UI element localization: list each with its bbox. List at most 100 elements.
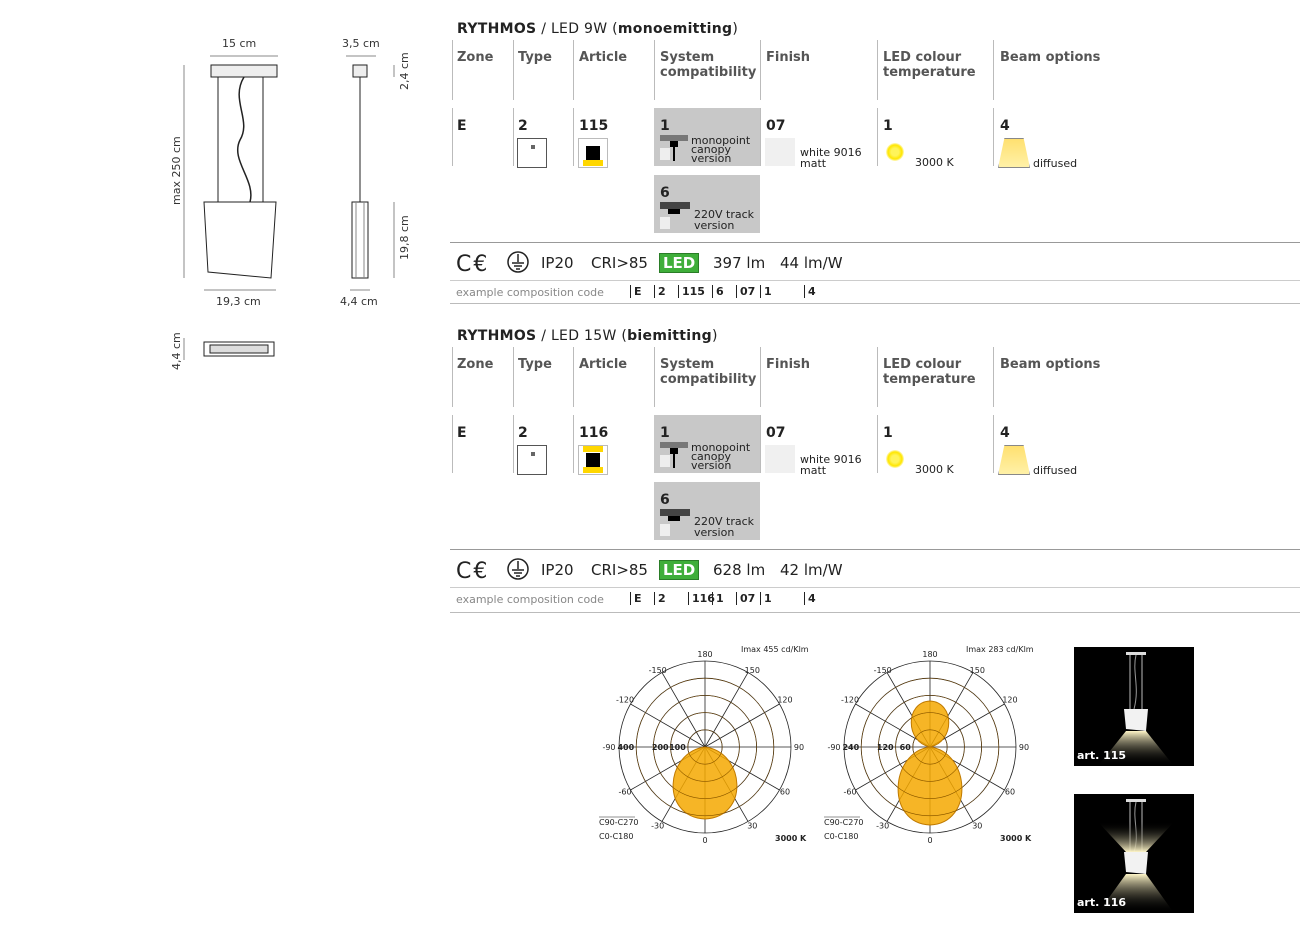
product-photo-116: art. 116 bbox=[1074, 794, 1194, 913]
header-beam: Beam options bbox=[1000, 50, 1101, 65]
angle-label: 150 bbox=[970, 666, 985, 675]
angle-label: -90 bbox=[827, 743, 840, 752]
composition-label: example composition code bbox=[456, 286, 604, 299]
legend-c90: C90-C270 bbox=[824, 818, 864, 827]
legend-c90: C90-C270 bbox=[599, 818, 639, 827]
efficacy-value: 42 lm/W bbox=[780, 561, 843, 579]
system-option-6: 6 220V track version bbox=[654, 175, 760, 233]
finish-swatch bbox=[765, 138, 795, 166]
angle-label: -120 bbox=[616, 695, 634, 704]
angle-label: 180 bbox=[697, 650, 712, 659]
cri-value: CRI>85 bbox=[591, 254, 648, 272]
header-finish: Finish bbox=[766, 357, 811, 372]
angle-label: -120 bbox=[841, 695, 859, 704]
finish-code: 07 bbox=[766, 425, 786, 441]
finish-label-2: matt bbox=[800, 464, 827, 477]
angle-label: 90 bbox=[1019, 743, 1029, 752]
lumen-value: 628 lm bbox=[713, 561, 766, 579]
photo-label: art. 116 bbox=[1077, 896, 1127, 909]
lamp-drawing bbox=[183, 55, 395, 360]
ip-rating: IP20 bbox=[541, 561, 574, 579]
ce-mark-icon: C€ bbox=[456, 252, 490, 277]
led-temp: 3000 K bbox=[915, 156, 954, 169]
product-title: RYTHMOS / LED 15W (biemitting) bbox=[457, 328, 718, 344]
polar-ring-overlay bbox=[687, 729, 723, 765]
beam-label: diffused bbox=[1033, 464, 1078, 477]
ground-symbol-icon bbox=[507, 251, 529, 273]
angle-label: 90 bbox=[794, 743, 804, 752]
finish-code: 07 bbox=[766, 118, 786, 134]
composition-label: example composition code bbox=[456, 593, 604, 606]
radial-label: 400 bbox=[617, 743, 634, 752]
polar-ring-overlay bbox=[878, 695, 982, 799]
angle-label: 0 bbox=[927, 836, 932, 845]
finish-label-1: white 9016 bbox=[800, 453, 862, 466]
led-badge: LED bbox=[659, 253, 700, 273]
angle-label: 60 bbox=[1005, 787, 1015, 796]
article-icon bbox=[578, 138, 608, 168]
angle-label: 120 bbox=[777, 695, 792, 704]
polar-spoke bbox=[661, 672, 706, 748]
polar-ring-overlay bbox=[895, 712, 965, 782]
beam-diffused-icon bbox=[998, 138, 1030, 168]
angle-label: -150 bbox=[649, 666, 667, 675]
header-type: Type bbox=[518, 50, 552, 65]
finish-label-2: matt bbox=[800, 157, 827, 170]
angle-label: 150 bbox=[745, 666, 760, 675]
header-zone: Zone bbox=[457, 50, 494, 65]
legend-c0: C0-C180 bbox=[599, 832, 633, 841]
lamp-lit-down-icon bbox=[1098, 652, 1174, 766]
lamp-lit-updown-icon bbox=[1098, 799, 1174, 913]
led-badge: LED bbox=[659, 560, 700, 580]
dim-side-width-bottom: 4,4 cm bbox=[340, 295, 378, 308]
efficacy-value: 44 lm/W bbox=[780, 254, 843, 272]
angle-label: -60 bbox=[843, 787, 856, 796]
polar-ring-overlay bbox=[912, 729, 948, 765]
article-value: 115 bbox=[579, 118, 609, 134]
header-article: Article bbox=[579, 50, 628, 65]
cri-value: CRI>85 bbox=[591, 561, 648, 579]
dim-front-width-top: 15 cm bbox=[222, 37, 257, 50]
led-code: 1 bbox=[883, 118, 893, 134]
polar-spoke bbox=[704, 703, 780, 748]
beam-label: diffused bbox=[1033, 157, 1078, 170]
led-code: 1 bbox=[883, 425, 893, 441]
led-sun-icon bbox=[886, 143, 904, 161]
zone-value: E bbox=[457, 118, 467, 134]
ce-mark-icon: C€ bbox=[456, 559, 490, 584]
zone-value: E bbox=[457, 425, 467, 441]
angle-label: 60 bbox=[780, 787, 790, 796]
article-icon bbox=[578, 445, 608, 475]
angle-label: 30 bbox=[972, 822, 982, 831]
product-title: RYTHMOS / LED 9W (monoemitting) bbox=[457, 21, 739, 37]
imax-label: Imax 455 cd/Klm bbox=[741, 645, 809, 654]
beam-diffused-icon bbox=[998, 445, 1030, 475]
temperature-label: 3000 K bbox=[1000, 834, 1032, 843]
radial-label: 120 bbox=[877, 743, 894, 752]
ground-symbol-icon bbox=[507, 558, 529, 580]
finish-label-1: white 9016 bbox=[800, 146, 862, 159]
header-article: Article bbox=[579, 357, 628, 372]
angle-label: 120 bbox=[1002, 695, 1017, 704]
polar-ring-overlay bbox=[860, 677, 1000, 817]
polar-spoke bbox=[630, 703, 706, 748]
angle-label: 180 bbox=[922, 650, 937, 659]
system-option-6: 6 220V track version bbox=[654, 482, 760, 540]
legend-c0: C0-C180 bbox=[824, 832, 858, 841]
angle-label: -150 bbox=[874, 666, 892, 675]
finish-swatch bbox=[765, 445, 795, 473]
radial-label: 200 bbox=[652, 743, 669, 752]
header-beam: Beam options bbox=[1000, 357, 1101, 372]
dim-front-width-bottom: 19,3 cm bbox=[216, 295, 261, 308]
angle-label: 30 bbox=[747, 822, 757, 831]
ip-rating: IP20 bbox=[541, 254, 574, 272]
distribution-curve-down bbox=[897, 746, 963, 826]
composition-code: E 2 116 1 07 1 4 bbox=[630, 592, 828, 605]
distribution-curve-down bbox=[672, 746, 738, 820]
type-value: 2 bbox=[518, 118, 528, 134]
product-block-15w: RYTHMOS / LED 15W (biemitting) Zone Type… bbox=[450, 325, 1300, 615]
radial-label: 240 bbox=[842, 743, 859, 752]
